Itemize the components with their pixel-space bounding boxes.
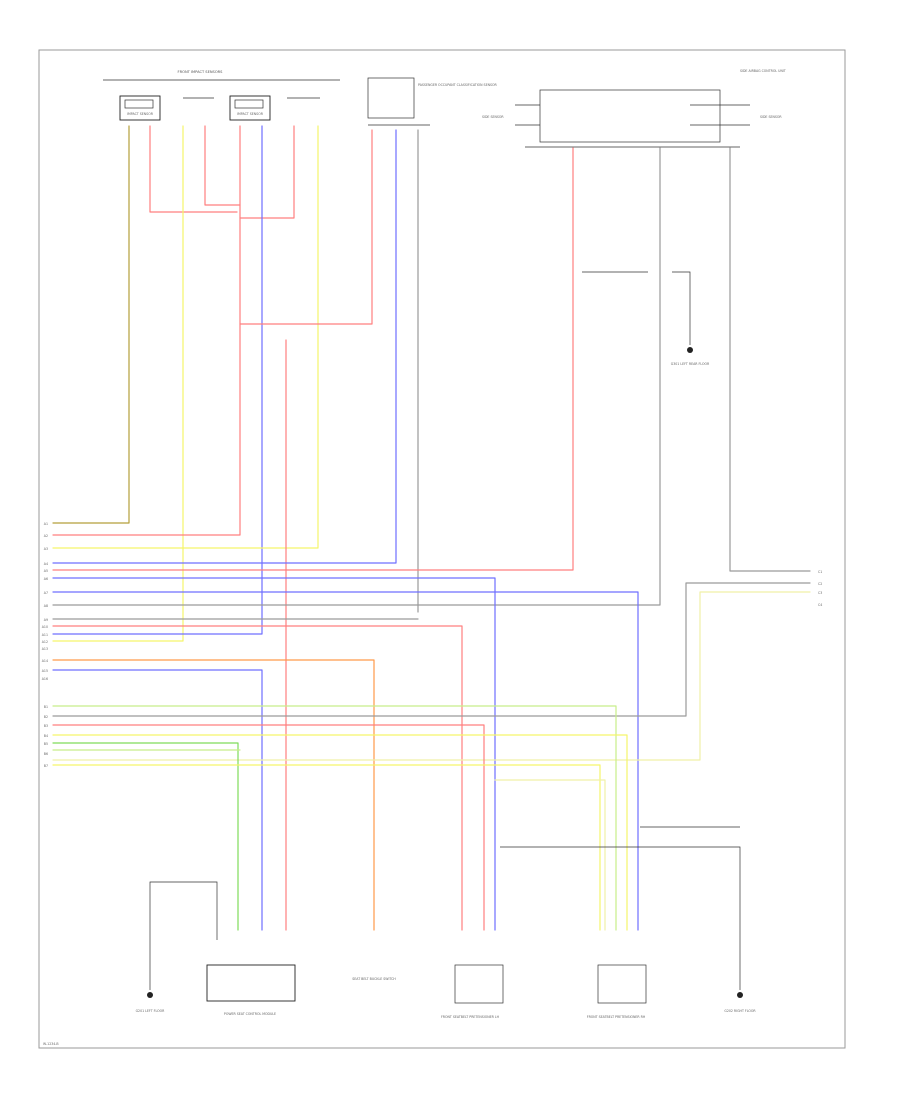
ground-right-label: G202 RIGHT FLOOR	[724, 1009, 756, 1013]
pin-label: A10	[42, 625, 48, 629]
ground-mid-symbol	[687, 347, 693, 353]
front-seatbelt-left-box	[454, 964, 504, 1004]
ground-left-symbol	[147, 992, 153, 998]
side-unit-label: SIDE AIRBAG CONTROL UNIT	[740, 69, 786, 73]
wire-blue-bus-2	[52, 591, 639, 931]
pin-label: A3	[44, 547, 48, 551]
wire-green-b5	[52, 742, 239, 931]
pin-label: A13	[42, 647, 48, 651]
ground-right-symbol	[737, 992, 743, 998]
wire-red-loop	[204, 125, 241, 206]
pin-label: A12	[42, 640, 48, 644]
connector-left: A1 A2 A3 A4 A5 A6 A7 A8 A9 A10 A11 A12 A…	[42, 522, 48, 768]
wire-red-occupant	[239, 129, 373, 325]
side-unit-right-arrows	[690, 104, 750, 126]
pin-label: A7	[44, 591, 48, 595]
wire-orange-bus	[52, 659, 375, 931]
wire-yellow-b8	[494, 779, 606, 931]
side-unit-right-tag: SIDE SENSOR	[760, 115, 782, 119]
sensor-tag-1	[124, 99, 154, 109]
pin-label: A8	[44, 604, 48, 608]
wire-ltgreen-b1	[52, 705, 617, 931]
wire-red-s1	[149, 125, 238, 213]
wire-gray-side-right	[729, 147, 811, 572]
pin-label: B1	[44, 705, 48, 709]
pin-label: A9	[44, 618, 48, 622]
sensor-top-right-label: IMPACT SENSOR	[237, 112, 264, 116]
front-seatbelt-left-label: FRONT SEATBELT PRETENSIONER LH	[441, 1015, 500, 1019]
wire-red-bus	[52, 625, 463, 931]
pin-label: A4	[44, 562, 48, 566]
pin-label: A16	[42, 677, 48, 681]
wire-red-branch	[239, 125, 295, 219]
pin-label: A6	[44, 577, 48, 581]
wire-blue-occupant	[52, 129, 397, 564]
diagram-frame	[38, 49, 846, 1049]
wire-yellow-right	[52, 591, 811, 761]
sensor-top-left-label: IMPACT SENSOR	[127, 112, 154, 116]
wire-black-ground-mid	[582, 271, 691, 345]
pin-label: B3	[44, 724, 48, 728]
pin-label: A2	[44, 534, 48, 538]
wire-gray-side	[52, 147, 661, 606]
wire-red-trunk	[52, 125, 241, 536]
connector-right: C1 C2 C3 C4	[818, 570, 822, 607]
pin-label: B5	[44, 742, 48, 746]
occupant-module-label: PASSENGER OCCUPANT CLASSIFICATION SENSOR	[418, 83, 498, 87]
power-module-box	[206, 964, 296, 1002]
wire-black-ground-left	[149, 881, 218, 990]
front-seatbelt-right-box	[597, 964, 647, 1004]
wire-blue-power	[52, 669, 263, 931]
top-sensor-group-label: FRONT IMPACT SENSORS	[178, 70, 224, 74]
wire-orange-side	[52, 147, 574, 571]
wire-yellow-b4	[52, 734, 628, 931]
side-unit-left-tag: SIDE SENSOR	[482, 115, 504, 119]
pin-label: B6	[44, 752, 48, 756]
wire-yellow-s2	[52, 125, 184, 642]
pin-label: B7	[44, 764, 48, 768]
sensor-tag-2	[234, 99, 264, 109]
wire-gray-right	[52, 582, 811, 717]
pin-label: B2	[44, 715, 48, 719]
side-unit-box	[539, 89, 721, 143]
wire-blue-s3	[52, 125, 263, 635]
pin-label: B4	[44, 734, 48, 738]
side-unit-left-arrows	[515, 104, 540, 126]
ground-mid-label: G301 LEFT REAR FLOOR	[671, 362, 710, 366]
occupant-module-box	[367, 77, 415, 119]
front-seatbelt-right-label: FRONT SEATBELT PRETENSIONER RH	[587, 1015, 646, 1019]
pin-label: C1	[818, 570, 822, 574]
power-module-label: POWER SEAT CONTROL MODULE	[224, 1012, 276, 1016]
pin-label: C2	[818, 582, 822, 586]
pin-label: C3	[818, 591, 822, 595]
wire-harness: G301 LEFT REAR FLOOR G202 RIGHT FLOOR G2…	[52, 125, 811, 1013]
pin-label: A15	[42, 669, 48, 673]
seatbelt-buckle-label: SEAT BELT BUCKLE SWITCH	[352, 977, 396, 981]
pin-label: A14	[42, 659, 48, 663]
page-label: W-1234-B	[43, 1042, 59, 1046]
wire-yellow-s4	[52, 125, 319, 549]
pin-label: A11	[42, 633, 48, 637]
pin-label: A5	[44, 569, 48, 573]
ground-left-label: G201 LEFT FLOOR	[136, 1009, 166, 1013]
wire-yellow-b7	[52, 764, 601, 931]
wire-red-b3	[52, 724, 485, 931]
wire-blue-bus-1	[52, 577, 496, 931]
pin-label: C4	[818, 603, 822, 607]
wire-black-ground-right	[500, 826, 741, 990]
pin-label: A1	[44, 522, 48, 526]
wire-olive-a1	[52, 125, 130, 524]
